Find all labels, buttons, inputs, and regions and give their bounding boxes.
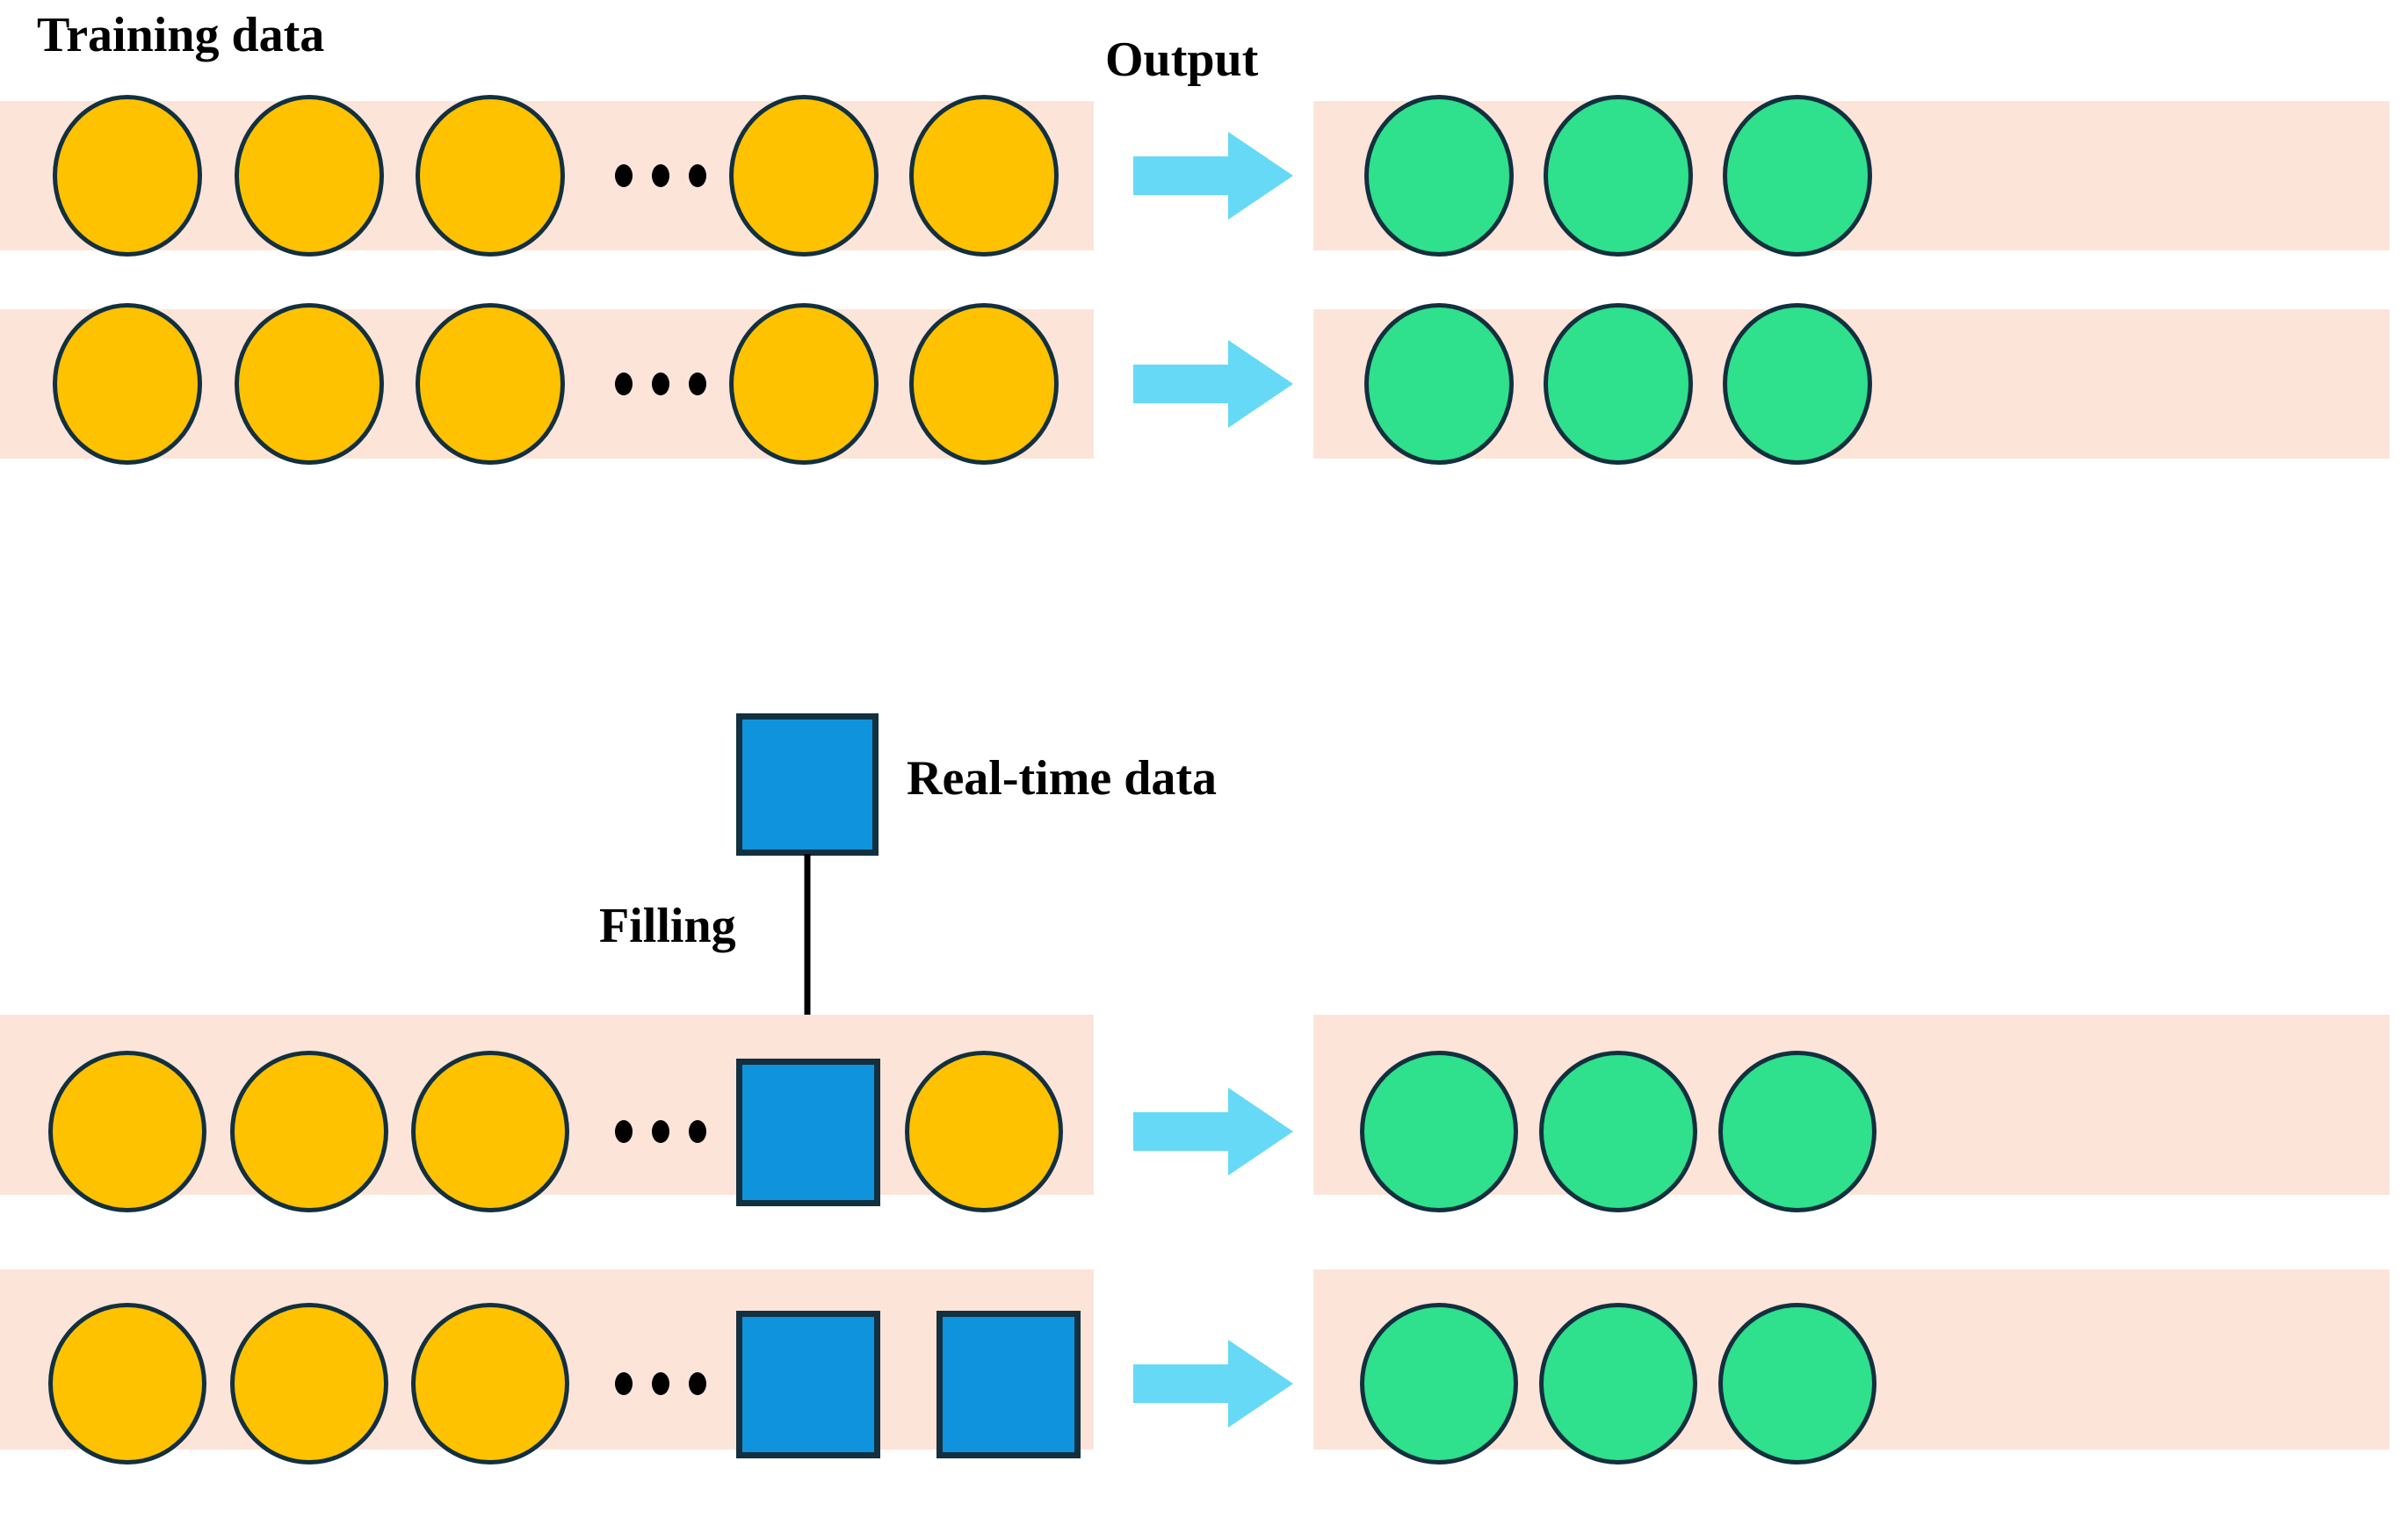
output-circle bbox=[1360, 1051, 1518, 1212]
training-sample-circle bbox=[230, 1303, 388, 1465]
flow-arrow-icon bbox=[1133, 1088, 1293, 1175]
ellipsis-dot bbox=[615, 1372, 633, 1395]
flow-arrow-icon bbox=[1133, 1340, 1293, 1428]
training-sample-circle bbox=[909, 303, 1059, 465]
output-circle bbox=[1539, 1051, 1697, 1212]
real-time-data-square bbox=[936, 1311, 1081, 1458]
output-label: Output bbox=[1105, 33, 1259, 87]
flow-arrow-icon bbox=[1133, 340, 1293, 428]
training-sample-circle bbox=[230, 1051, 388, 1212]
ellipsis-dot bbox=[615, 1120, 633, 1143]
training-sample-circle bbox=[909, 95, 1059, 257]
training-sample-circle bbox=[235, 95, 384, 257]
output-circle bbox=[1544, 95, 1693, 257]
output-circle bbox=[1364, 303, 1514, 465]
ellipsis-dot bbox=[689, 372, 706, 395]
real-time-data-square bbox=[736, 713, 879, 856]
ellipsis-dot bbox=[689, 1372, 706, 1395]
ellipsis-dot bbox=[615, 372, 633, 395]
output-circle bbox=[1718, 1051, 1877, 1212]
real-time-data-square bbox=[736, 1059, 880, 1206]
training-sample-circle bbox=[235, 303, 384, 465]
training-sample-circle bbox=[53, 95, 202, 257]
output-circle bbox=[1544, 303, 1693, 465]
ellipsis-dot bbox=[615, 164, 633, 187]
training-data-label: Training data bbox=[37, 8, 325, 62]
output-circle bbox=[1723, 303, 1872, 465]
training-sample-circle bbox=[411, 1051, 569, 1212]
row-1-ellipsis bbox=[615, 164, 706, 187]
ellipsis-dot bbox=[652, 164, 669, 187]
flow-arrow-icon bbox=[1133, 132, 1293, 220]
training-sample-circle bbox=[729, 95, 879, 257]
row-3-ellipsis bbox=[615, 1120, 706, 1143]
output-circle bbox=[1360, 1303, 1518, 1465]
output-circle bbox=[1718, 1303, 1877, 1465]
training-sample-circle bbox=[729, 303, 879, 465]
filling-label: Filling bbox=[599, 899, 736, 953]
training-sample-circle bbox=[416, 303, 565, 465]
ellipsis-dot bbox=[689, 1120, 706, 1143]
row-4-ellipsis bbox=[615, 1372, 706, 1395]
ellipsis-dot bbox=[652, 1372, 669, 1395]
row-2-ellipsis bbox=[615, 372, 706, 395]
output-circle bbox=[1364, 95, 1514, 257]
training-sample-circle bbox=[53, 303, 202, 465]
real-time-data-square bbox=[736, 1311, 880, 1458]
training-sample-circle bbox=[905, 1051, 1063, 1212]
real-time-data-label: Real-time data bbox=[907, 751, 1218, 806]
training-sample-circle bbox=[416, 95, 565, 257]
ellipsis-dot bbox=[652, 1120, 669, 1143]
training-sample-circle bbox=[411, 1303, 569, 1465]
ellipsis-dot bbox=[652, 372, 669, 395]
output-circle bbox=[1723, 95, 1872, 257]
training-sample-circle bbox=[48, 1303, 206, 1465]
output-circle bbox=[1539, 1303, 1697, 1465]
ellipsis-dot bbox=[689, 164, 706, 187]
training-sample-circle bbox=[48, 1051, 206, 1212]
